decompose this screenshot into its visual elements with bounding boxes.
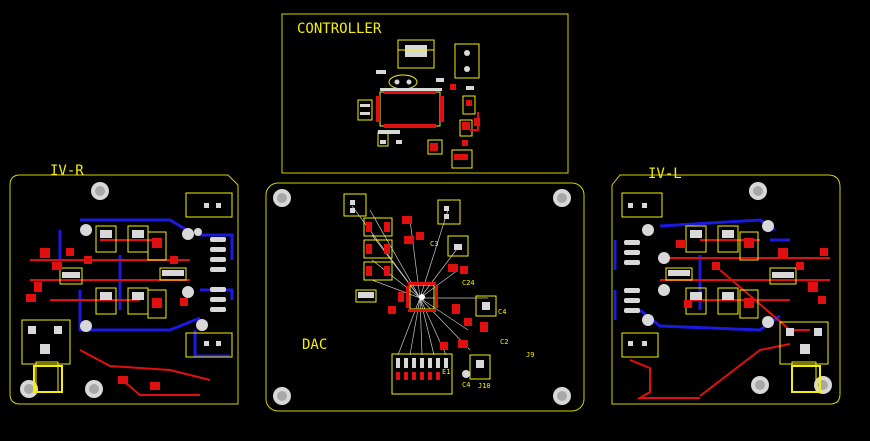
iv-l-outline [611, 174, 841, 405]
dac-mounting-holes [273, 189, 571, 405]
controller-outline [281, 13, 569, 174]
refdes-j10: J10 [478, 382, 491, 390]
refdes-c2: C2 [500, 338, 508, 346]
board-label-iv-r: IV-R [50, 163, 84, 179]
dac-outline [265, 182, 585, 412]
board-label-iv-l: IV-L [648, 166, 682, 182]
refdes-e1: E1 [442, 368, 450, 376]
iv-r-mounting-holes [20, 182, 109, 398]
refdes-c24: C24 [462, 279, 475, 287]
board-label-controller: CONTROLLER [297, 21, 382, 37]
iv-l-board[interactable]: IV-L [611, 166, 841, 405]
refdes-c4-bottom: C4 [462, 381, 470, 389]
refdes-j9: J9 [526, 351, 534, 359]
refdes-c3: C3 [430, 240, 438, 248]
iv-r-outline [9, 174, 239, 405]
dac-board[interactable]: DAC C3 C24 C4 C2 J9 J10 E1 C4 [265, 182, 585, 412]
board-label-dac: DAC [302, 337, 327, 353]
controller-board[interactable]: CONTROLLER [281, 13, 569, 174]
refdes-c4-top: C4 [498, 308, 506, 316]
iv-r-board[interactable]: IV-R [9, 163, 239, 405]
